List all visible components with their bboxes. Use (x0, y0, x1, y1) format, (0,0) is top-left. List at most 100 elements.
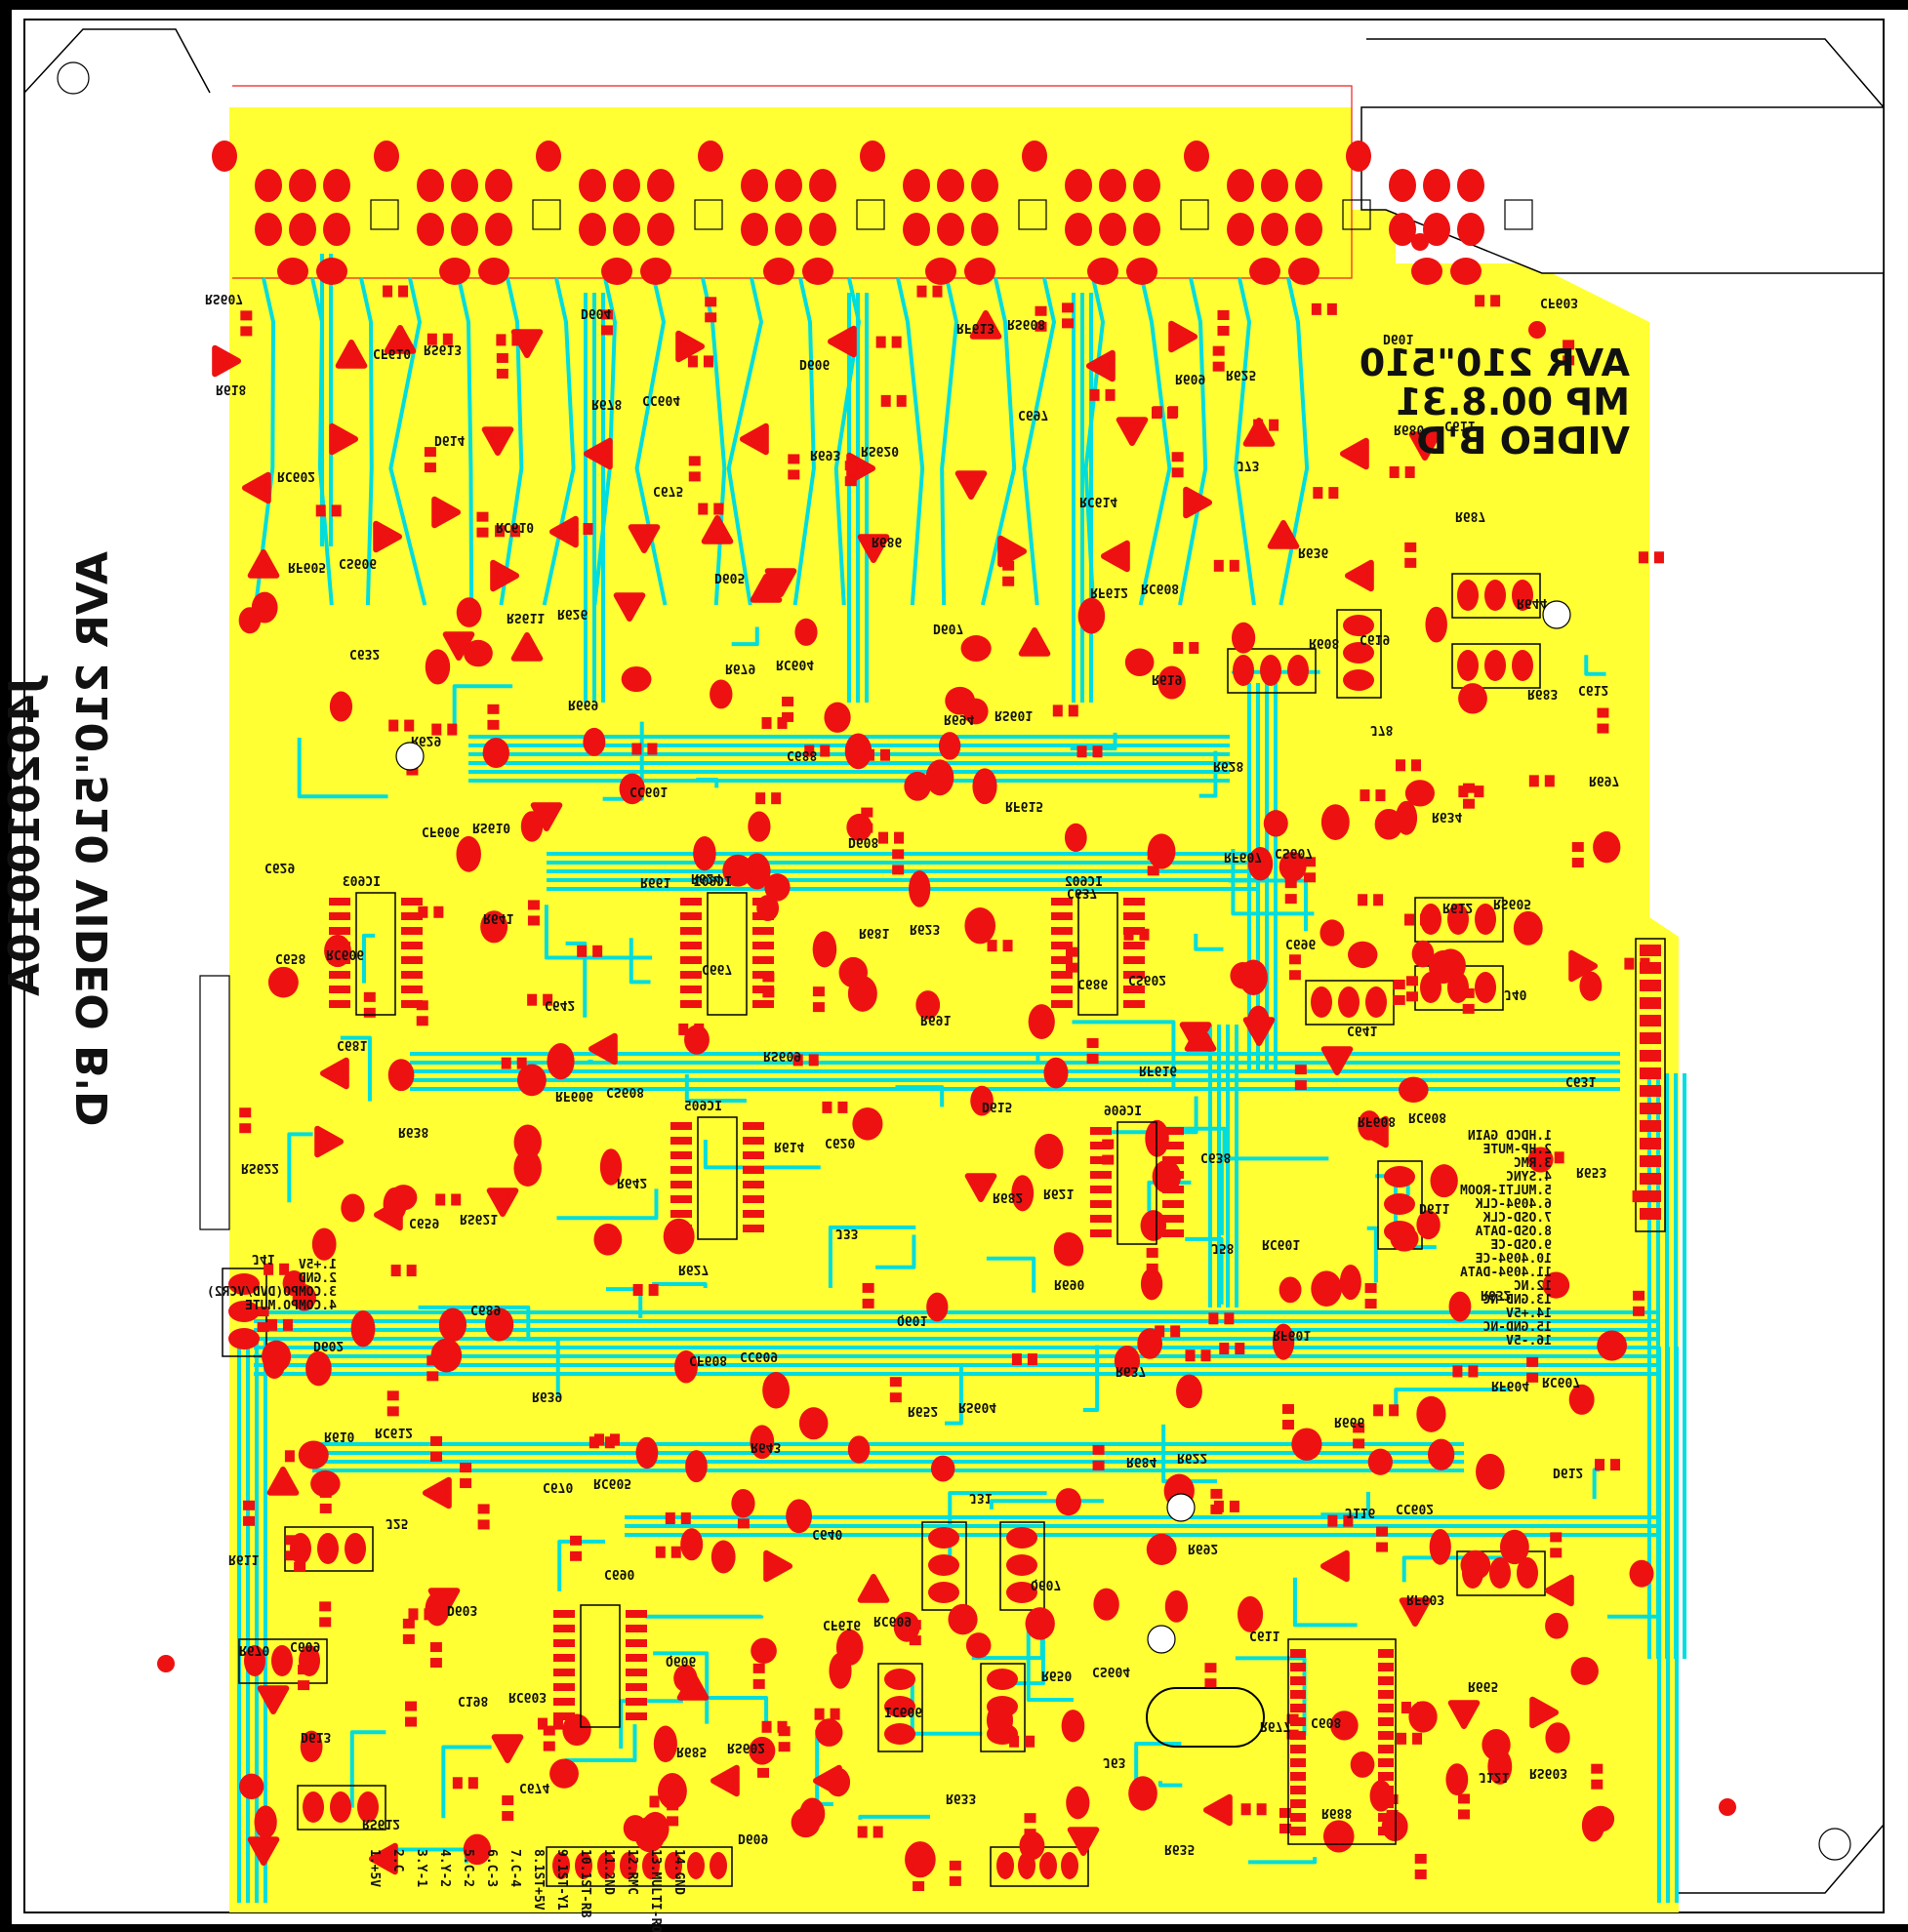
smd-pad (782, 696, 794, 706)
smd-pad (553, 1625, 575, 1632)
ref-label: R608 (1309, 635, 1339, 650)
pad (915, 990, 941, 1020)
pad (310, 1469, 341, 1498)
pad (750, 1425, 775, 1460)
pad (1126, 258, 1157, 285)
smd-pad (537, 1717, 548, 1730)
pad (1055, 1488, 1081, 1516)
smd-pad (1538, 1151, 1549, 1164)
smd-pad (242, 1500, 255, 1510)
smd-pad (476, 527, 489, 538)
ic-bottom-left-body (580, 1604, 621, 1728)
ref-label: R629 (411, 733, 441, 747)
smd-pad (1638, 551, 1648, 564)
ref-label: D608 (848, 834, 878, 849)
trace (792, 277, 816, 606)
connector-note-line: 7.C-4 (507, 1849, 522, 1887)
transistor-pad (1320, 1550, 1350, 1583)
smd-pad (932, 285, 943, 298)
smd-pad (452, 1777, 463, 1790)
pad (1133, 169, 1160, 202)
pad (802, 258, 833, 285)
smd-pad (1640, 1155, 1661, 1167)
smd-pad (830, 1708, 840, 1720)
smd-pad (1035, 305, 1047, 316)
ref-label: R690 (1054, 1276, 1084, 1291)
ic603-body (355, 892, 396, 1016)
smd-pad (879, 748, 890, 761)
ref-label: RF607 (1224, 849, 1262, 864)
smd-pad (1550, 1532, 1563, 1543)
pad (794, 618, 818, 646)
trace (1248, 1857, 1318, 1865)
trace (940, 277, 958, 606)
smd-pad (257, 1307, 269, 1317)
component-outline (999, 1521, 1045, 1611)
ref-label: C681 (337, 1037, 367, 1052)
smd-pad (401, 986, 423, 993)
pad (1124, 648, 1155, 677)
smd-pad (570, 1535, 583, 1546)
ref-label: RF606 (555, 1088, 593, 1103)
smd-pad (670, 1546, 681, 1558)
transistor-pad (1568, 949, 1598, 983)
pad (756, 895, 780, 922)
smd-pad (1217, 309, 1230, 320)
ref-label: D605 (714, 570, 745, 584)
smd-pad (242, 1515, 255, 1526)
ref-label: R681 (859, 925, 889, 940)
pad (1061, 1710, 1085, 1743)
pad (1164, 1590, 1189, 1623)
pad (674, 1349, 698, 1384)
ref-label: RS622 (241, 1160, 279, 1175)
smd-pad (1256, 1803, 1267, 1816)
ref-label: R622 (1177, 1450, 1207, 1465)
smd-pad (431, 723, 442, 736)
smd-pad (319, 1617, 332, 1628)
ref-label: RF603 (1406, 1591, 1444, 1606)
smd-pad (1571, 842, 1584, 853)
transistor-pad (329, 423, 358, 456)
pad (970, 1085, 994, 1116)
ref-label: C611 (1444, 418, 1475, 432)
pad (579, 213, 606, 246)
smd-pad (703, 355, 713, 368)
smd-pad (743, 1151, 764, 1159)
smd-pad (1123, 942, 1145, 949)
pad (387, 1059, 415, 1092)
pad (485, 213, 512, 246)
trace (1082, 1345, 1100, 1413)
connector-note-line: 14.GND (671, 1849, 686, 1895)
trace (1178, 277, 1208, 606)
smd-pad (496, 352, 508, 363)
pad (1006, 1527, 1037, 1549)
smd-pad (329, 898, 350, 906)
transistor-pad (828, 325, 857, 358)
smd-pad (502, 1795, 514, 1806)
pad (267, 966, 299, 998)
pad (1039, 1852, 1057, 1879)
smd-pad (1062, 302, 1075, 313)
connector-note-line: 7.OSD-CLK (1482, 1211, 1552, 1226)
smd-pad (1386, 1794, 1399, 1805)
ic601-body (707, 892, 748, 1016)
connector-slot (694, 199, 723, 230)
pad (1022, 141, 1047, 172)
pad (262, 1340, 292, 1373)
fiducials (157, 233, 1736, 1816)
trace (986, 1256, 1036, 1293)
pad (748, 811, 771, 842)
pad (552, 1852, 570, 1879)
smd-pad (577, 945, 588, 957)
smd-pad (857, 1826, 868, 1838)
pad (972, 768, 997, 805)
smd-pad (626, 1698, 647, 1706)
smd-pad (1229, 559, 1239, 572)
smd-pad (433, 906, 444, 918)
smd-pad (460, 1463, 472, 1473)
pad (1430, 1164, 1458, 1198)
ref-label: CF608 (689, 1352, 727, 1367)
transistor-pad (266, 1467, 300, 1496)
smd-pad (1313, 487, 1323, 500)
